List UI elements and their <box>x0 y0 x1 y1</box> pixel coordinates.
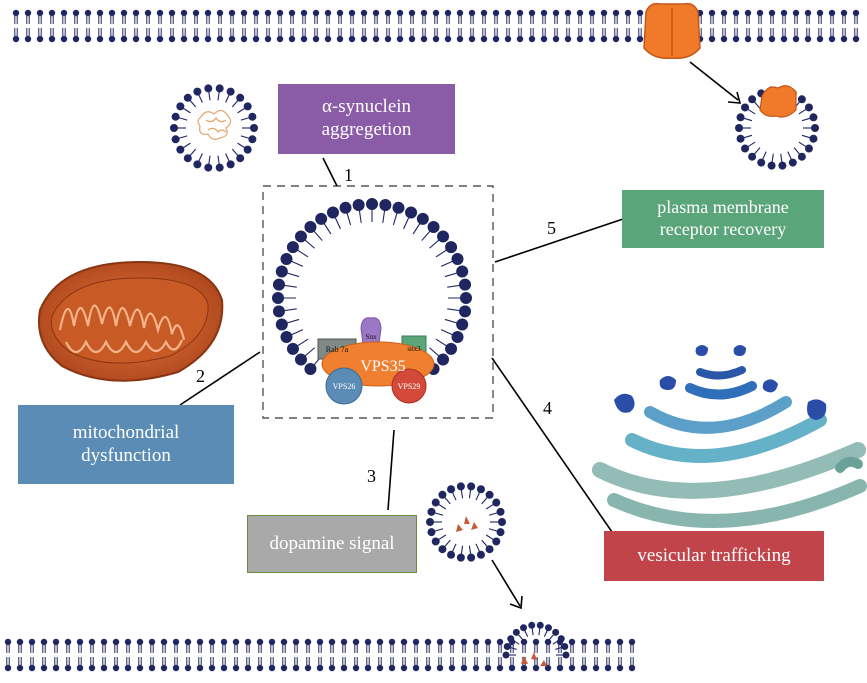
step-number-1: 1 <box>344 165 353 185</box>
complex-frame <box>262 185 494 419</box>
connector-4 <box>491 357 613 533</box>
vps26-label: VPS26 <box>333 382 356 391</box>
step-number-2: 2 <box>196 366 205 386</box>
rab7a-label: Rab 7a <box>326 345 349 354</box>
bound-receptor-icon <box>759 85 797 118</box>
released-dopamine-icon <box>521 652 547 666</box>
golgi-trafficking-icon <box>592 345 867 528</box>
dopamine-arrow <box>491 559 521 607</box>
retromer-vesicle-icon <box>272 198 472 376</box>
mito-box: mitochondrial dysfunction <box>18 405 234 484</box>
receptor-arrow <box>689 61 739 101</box>
vps29-label: VPS29 <box>398 382 421 391</box>
connector-2 <box>179 351 261 406</box>
connector-1 <box>322 157 338 187</box>
top-membrane <box>12 9 860 43</box>
snx-label: Snx <box>366 333 377 341</box>
dopamine-molecules-icon <box>456 516 478 532</box>
step-number-3: 3 <box>367 466 376 486</box>
dopamine-vesicle-icon <box>426 482 506 562</box>
plasma-box: plasma membrane receptor recovery <box>622 190 824 248</box>
dopamine-box: dopamine signal <box>247 515 417 573</box>
connector-3 <box>387 429 395 511</box>
step-number-4: 4 <box>543 398 552 418</box>
vps29-circle <box>391 368 427 404</box>
snx3-label: snx3 <box>407 345 421 353</box>
vps35-label: VPS35 <box>360 358 405 375</box>
synuclein-vesicle-icon <box>170 84 258 172</box>
step-number-5: 5 <box>547 218 556 238</box>
bottom-membrane <box>4 638 636 672</box>
vps26-circle <box>325 367 363 405</box>
snx-block <box>360 317 382 345</box>
mitochondrion-icon <box>38 260 224 382</box>
vesicular-box: vesicular trafficking <box>604 531 824 581</box>
synuclein-box: α-synuclein aggregetion <box>278 84 455 154</box>
retromer-complex-icon: Rab 7a Snx snx3 VPS35 VPS26 VPS29 <box>317 317 435 405</box>
synuclein-aggregate-icon <box>197 109 232 140</box>
receptor-channel-icon <box>643 2 701 60</box>
exocytosis-vesicle-icon <box>502 621 570 659</box>
connector-5 <box>494 217 627 263</box>
